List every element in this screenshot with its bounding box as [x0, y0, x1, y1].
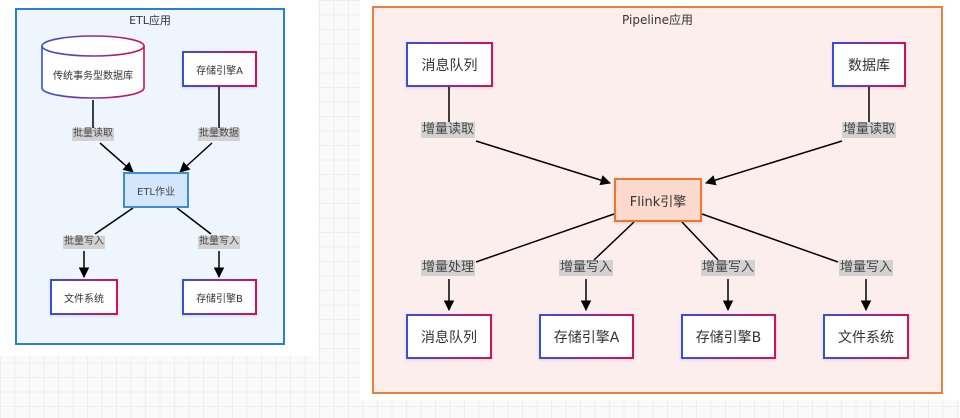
pipeline-edge-label-write-a: 增量写入: [559, 260, 614, 277]
pipeline-database-source[interactable]: 数据库: [832, 42, 906, 87]
pipeline-edge-write-fs[interactable]: [701, 213, 872, 312]
pipeline-edge-label-write-b: 增量写入: [701, 260, 756, 277]
pipeline-edge-read-db[interactable]: [704, 86, 870, 186]
pipeline-storage-engine-b[interactable]: 存储引擎B: [681, 314, 776, 359]
pipeline-edge-read-mq[interactable]: [448, 86, 612, 186]
pipeline-edge-write-a[interactable]: [580, 221, 635, 312]
etl-storage-engine-a[interactable]: 存储引擎A: [182, 51, 257, 87]
etl-edge-read[interactable]: [92, 100, 134, 173]
pipeline-edge-label-process-mq: 增量处理: [421, 260, 476, 277]
pipeline-edge-process-mq[interactable]: [443, 213, 615, 312]
etl-edge-data[interactable]: [179, 86, 220, 173]
pipeline-edge-write-b[interactable]: [681, 221, 734, 312]
etl-edge-label-write-b: 批量写入: [198, 236, 240, 249]
flink-engine-node[interactable]: Flink引擎: [614, 178, 702, 222]
pipeline-app-title: Pipeline应用: [622, 13, 693, 27]
etl-job-node[interactable]: ETL作业: [123, 172, 189, 208]
etl-source-database-shape[interactable]: [41, 35, 145, 99]
pipeline-file-system[interactable]: 文件系统: [823, 314, 909, 359]
etl-edge-label-data: 批量数据: [198, 128, 240, 141]
pipeline-edge-label-read-mq: 增量读取: [421, 122, 476, 139]
etl-edge-write-b[interactable]: [176, 207, 225, 279]
etl-source-database-label: 传统事务型数据库: [53, 71, 133, 82]
etl-app-title: ETL应用: [129, 14, 171, 27]
etl-storage-engine-b[interactable]: 存储引擎B: [182, 279, 257, 315]
pipeline-edge-label-write-fs: 增量写入: [839, 260, 894, 277]
pipeline-message-queue-sink[interactable]: 消息队列: [406, 314, 492, 359]
pipeline-storage-engine-a[interactable]: 存储引擎A: [539, 314, 634, 359]
etl-edge-label-read: 批量读取: [72, 128, 114, 141]
pipeline-edge-label-read-db: 增量读取: [842, 122, 897, 139]
etl-edge-write-fs[interactable]: [78, 207, 134, 279]
pipeline-message-queue-source[interactable]: 消息队列: [406, 42, 493, 87]
etl-file-system[interactable]: 文件系统: [50, 279, 118, 315]
etl-edge-label-write-fs: 批量写入: [63, 236, 105, 249]
